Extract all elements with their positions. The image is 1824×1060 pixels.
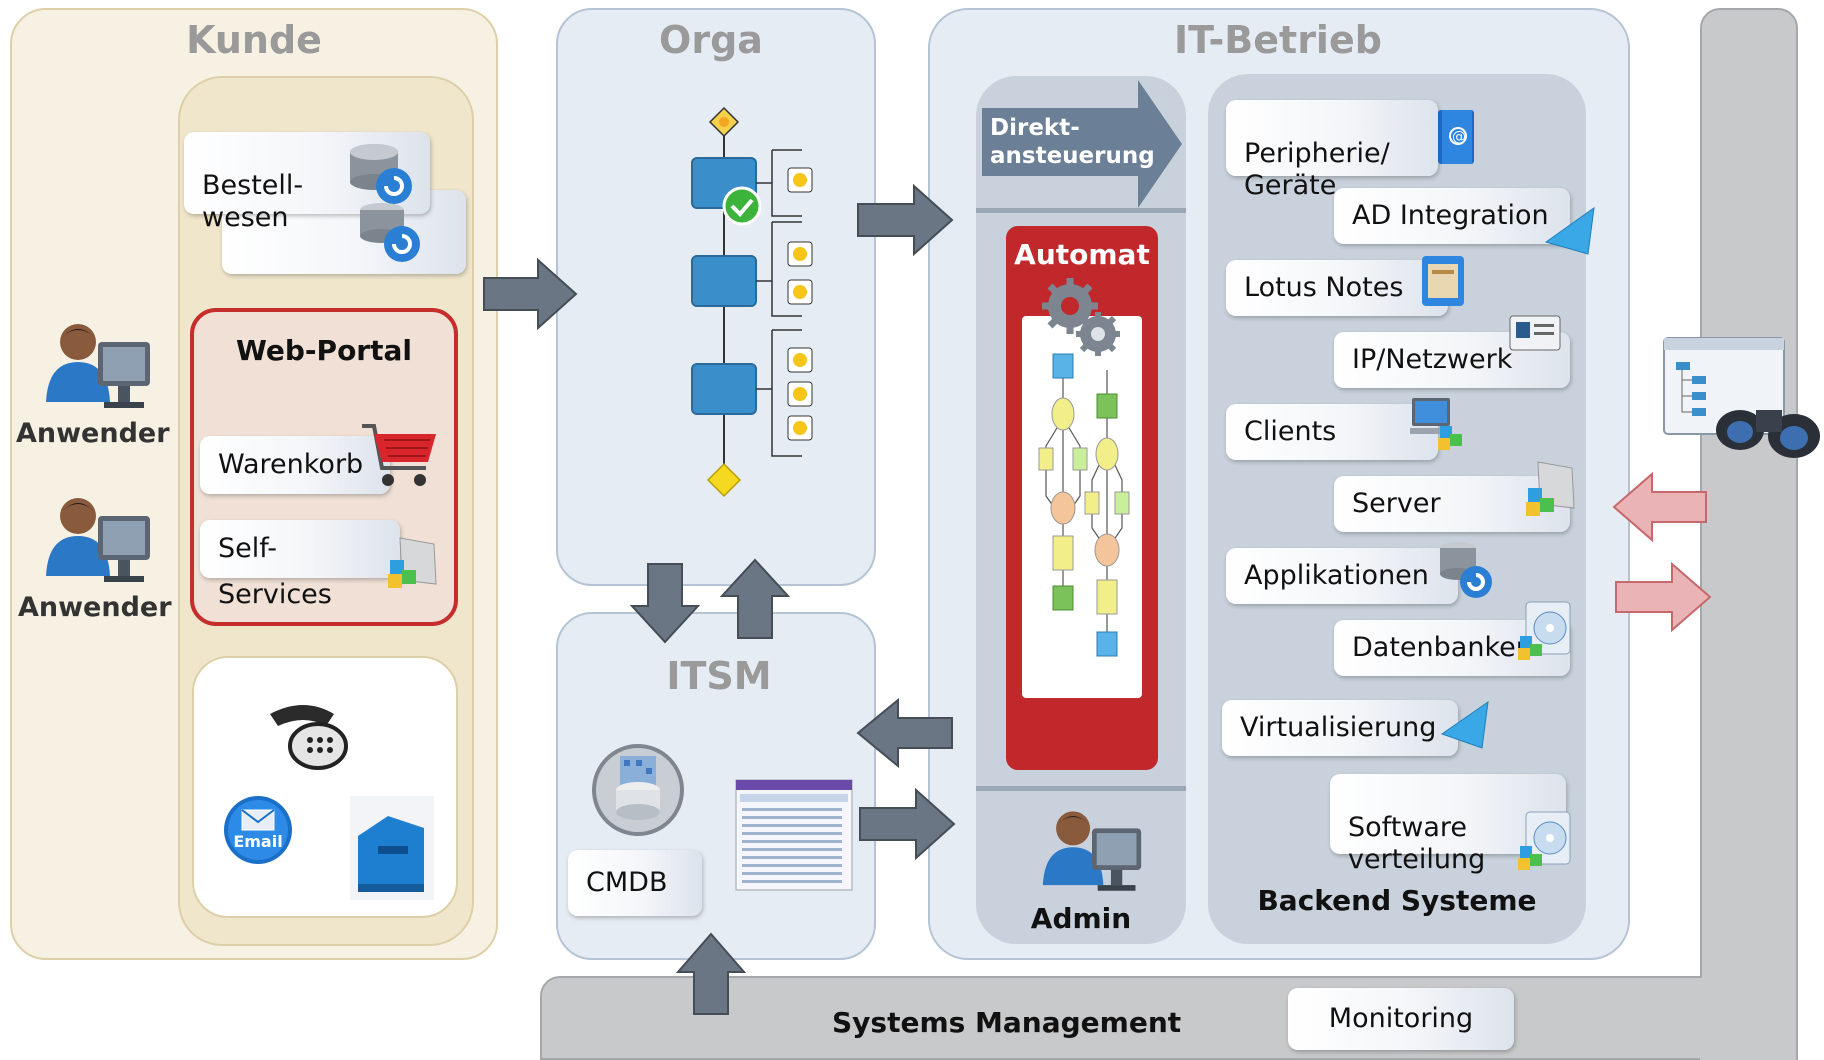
- folder-cubes-icon: [388, 537, 437, 588]
- self-services-card[interactable]: Self-Services: [200, 520, 400, 610]
- email-icon: [224, 796, 292, 864]
- application-db-sync-icon: [1440, 542, 1492, 598]
- systems-management-right-column: [1700, 8, 1798, 1060]
- anwender-1-label: Anwender: [16, 418, 170, 449]
- anwender-2-icon: [46, 498, 150, 582]
- database-cd-icon: [1518, 601, 1571, 660]
- datenbanken-label: Datenbanken: [1352, 632, 1533, 663]
- ticket-list-screenshot-icon: [735, 779, 853, 891]
- kunde-title: Kunde: [186, 18, 322, 62]
- arrow-itsm-to-it-betrieb: [859, 787, 956, 861]
- it-betrieb-title: IT-Betrieb: [1174, 18, 1382, 62]
- applikationen-label: Applikationen: [1244, 560, 1429, 591]
- lotus-notes-label: Lotus Notes: [1244, 272, 1404, 303]
- web-portal-title: Web-Portal: [236, 334, 412, 367]
- direktansteuerung-label: Direkt- ansteuerung: [990, 115, 1155, 169]
- database-sync-icon-2: [360, 203, 420, 262]
- self-services-label: Self-Services: [218, 533, 332, 610]
- arrow-monitoring-in: [1612, 471, 1707, 543]
- backend-item-peripherie[interactable]: Peripherie/ Geräte: [1226, 100, 1438, 201]
- backend-item-datenbanken[interactable]: Datenbanken: [1334, 620, 1570, 676]
- process-flowchart: [691, 106, 813, 498]
- gears-icon: [1042, 278, 1120, 356]
- backend-item-ip-netzwerk[interactable]: IP/Netzwerk: [1334, 332, 1570, 388]
- ad-integration-label: AD Integration: [1352, 200, 1549, 231]
- monitoring-binoculars-icon: [1663, 337, 1820, 458]
- arrow-kunde-to-orga: [483, 257, 578, 331]
- automat-title: Automat: [1014, 238, 1150, 271]
- software-cd-icon: [1518, 811, 1571, 870]
- admin-label: Admin: [1030, 902, 1132, 935]
- peripherie-label: Peripherie/ Geräte: [1244, 138, 1390, 201]
- bestellwesen-label: Bestell- wesen: [202, 170, 304, 233]
- softwareverteilung-label: Software verteilung: [1348, 812, 1486, 875]
- server-folder-icon: [1526, 461, 1575, 516]
- email-icon-label: Email: [233, 832, 283, 851]
- triangle-arrow-icon-1: [1544, 206, 1595, 255]
- systems-management-bar: [540, 976, 1798, 1060]
- backend-item-ad-integration[interactable]: AD Integration: [1334, 188, 1570, 244]
- backend-item-applikationen[interactable]: Applikationen: [1226, 548, 1458, 604]
- id-card-icon: [1509, 315, 1561, 351]
- backend-item-virtualisierung[interactable]: Virtualisierung: [1222, 700, 1458, 756]
- admin-user-icon: [1042, 811, 1142, 891]
- backend-item-lotus-notes[interactable]: Lotus Notes: [1226, 260, 1448, 316]
- ip-netzwerk-label: IP/Netzwerk: [1352, 344, 1513, 375]
- triangle-arrow-icon-2: [1440, 700, 1489, 749]
- arrow-it-betrieb-to-itsm: [856, 697, 953, 769]
- monitoring-card[interactable]: Monitoring: [1288, 988, 1514, 1050]
- automat-workflow-diagram: [1038, 353, 1130, 657]
- column-divider-2: [976, 786, 1186, 791]
- arrow-orga-to-it-betrieb: [857, 183, 954, 257]
- lotus-notes-icon: [1422, 256, 1464, 306]
- orga-title: Orga: [659, 18, 763, 62]
- column-divider-1: [976, 208, 1186, 213]
- virtualisierung-label: Virtualisierung: [1240, 712, 1437, 743]
- cmdb-label: CMDB: [586, 867, 668, 898]
- systems-management-join: [1700, 978, 1796, 1060]
- direktansteuerung-arrow: [982, 80, 1182, 208]
- arrow-sm-to-itsm: [675, 932, 747, 1015]
- printer-icon: [350, 796, 434, 900]
- arrow-itsm-to-orga: [719, 558, 791, 639]
- backend-systeme-title: Backend Systeme: [1257, 884, 1537, 917]
- itsm-title: ITSM: [666, 654, 772, 698]
- telephone-icon: [270, 705, 348, 770]
- address-book-icon: @: [1438, 110, 1474, 164]
- clients-label: Clients: [1244, 416, 1337, 447]
- anwender-1-icon: [46, 324, 150, 408]
- clients-computer-icon: [1410, 398, 1462, 450]
- monitoring-label: Monitoring: [1328, 1003, 1474, 1034]
- systems-management-title: Systems Management: [832, 1006, 1182, 1039]
- database-sync-icon: [350, 144, 412, 204]
- warenkorb-card[interactable]: Warenkorb: [200, 436, 390, 494]
- cmdb-card[interactable]: CMDB: [568, 850, 702, 916]
- anwender-2-label: Anwender: [18, 592, 172, 623]
- shopping-cart-icon: [362, 424, 436, 486]
- svg-text:@: @: [1452, 129, 1466, 145]
- backend-item-clients[interactable]: Clients: [1226, 404, 1438, 460]
- arrow-orga-to-itsm: [629, 563, 701, 644]
- arrow-monitoring-out: [1615, 561, 1712, 633]
- server-label: Server: [1352, 488, 1441, 519]
- cmdb-database-icon: [592, 744, 684, 836]
- warenkorb-label: Warenkorb: [218, 449, 364, 480]
